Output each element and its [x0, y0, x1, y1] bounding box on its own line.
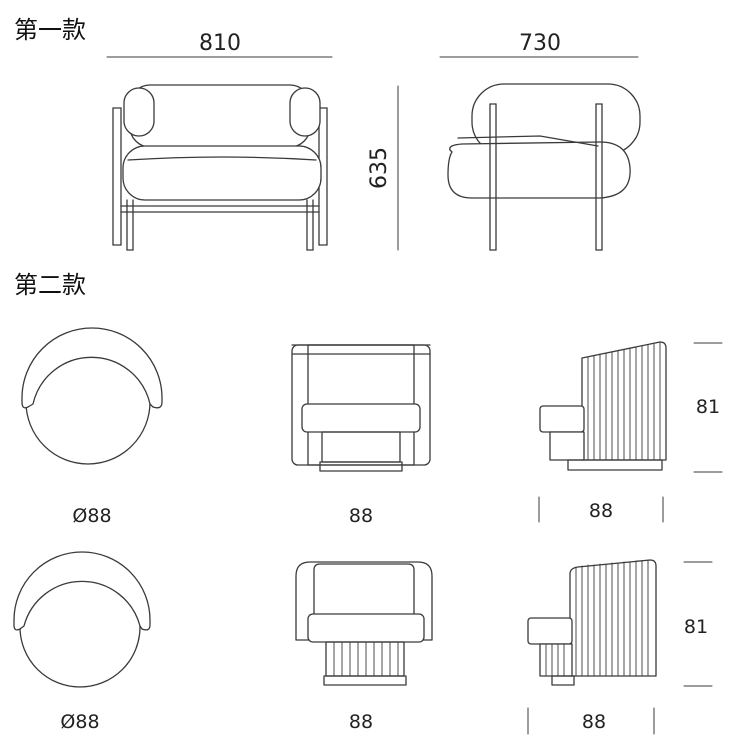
chair1-depth-dimension: 88	[538, 496, 664, 523]
chair2-height-dimension: 81	[683, 561, 713, 687]
chair1-depth-label: 88	[589, 500, 613, 522]
chair2-top-view	[13, 551, 151, 688]
chair1-height-label: 81	[696, 396, 720, 418]
section1-title: 第一款	[14, 16, 86, 44]
chair2-side-view	[527, 559, 657, 686]
chair2-front-width-label: 88	[349, 711, 373, 733]
chair2-depth-dimension: 88	[527, 707, 655, 735]
chair1-height-dimension: 81	[693, 342, 723, 473]
section2-title: 第二款	[14, 271, 86, 299]
chair1-front-width-label: 88	[349, 505, 373, 527]
sofa1-front-view	[112, 84, 328, 251]
height-label: 635	[367, 147, 392, 189]
chair2-height-label: 81	[684, 616, 708, 638]
side-depth-dimension: 730	[439, 31, 639, 58]
front-width-dimension: 810	[106, 31, 333, 58]
sofa1-side-view	[447, 83, 641, 251]
front-width-label: 810	[199, 31, 241, 56]
chair2-depth-label: 88	[582, 711, 606, 733]
height-dimension: 635	[367, 85, 399, 251]
chair1-top-view	[21, 327, 163, 465]
chair1-front-view	[291, 344, 431, 472]
chair1-side-view	[539, 341, 667, 471]
chair2-front-view	[295, 561, 433, 686]
chair1-top-diameter-label: Ø88	[72, 505, 111, 527]
side-depth-label: 730	[519, 31, 561, 56]
chair2-top-diameter-label: Ø88	[60, 711, 99, 733]
